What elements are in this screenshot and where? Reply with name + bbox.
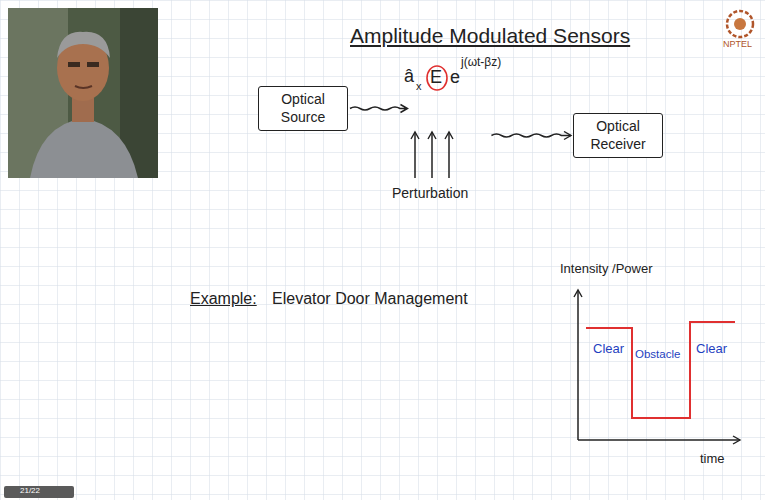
axis-label: Intensity /Power (560, 262, 653, 276)
graph-axes (578, 290, 740, 440)
formula-exponent: j(ωt-βz) (461, 56, 501, 69)
formula-subscript: x (416, 80, 422, 92)
box-text: Optical Source (259, 91, 347, 126)
intensity-waveform (586, 322, 735, 418)
page-counter: 21/22 (20, 487, 40, 496)
formula-symbol: E (430, 68, 442, 88)
logo-text: NPTEL (723, 40, 752, 50)
axis-label: time (700, 452, 725, 466)
annotation: Perturbation (392, 186, 468, 201)
perturbation-arrows (415, 132, 449, 178)
example-heading: Example: (190, 290, 257, 308)
lecturer-video (8, 8, 158, 178)
formula-symbol: â (404, 67, 414, 87)
region-label: Clear (696, 342, 727, 356)
highlight-circle (427, 66, 447, 90)
box-text: Optical Receiver (574, 118, 662, 153)
nptel-logo (727, 11, 753, 37)
process-box: Optical Receiver (573, 113, 663, 158)
formula-symbol: e (450, 68, 460, 88)
slide-toolbar (4, 486, 74, 498)
slide-title: Amplitude Modulated Sensors (350, 24, 630, 47)
region-label: Clear (593, 342, 624, 356)
light-path-arrow (350, 105, 571, 138)
annotation: Elevator Door Management (272, 290, 468, 308)
region-label: Obstacle (635, 348, 680, 361)
process-box: Optical Source (258, 86, 348, 131)
